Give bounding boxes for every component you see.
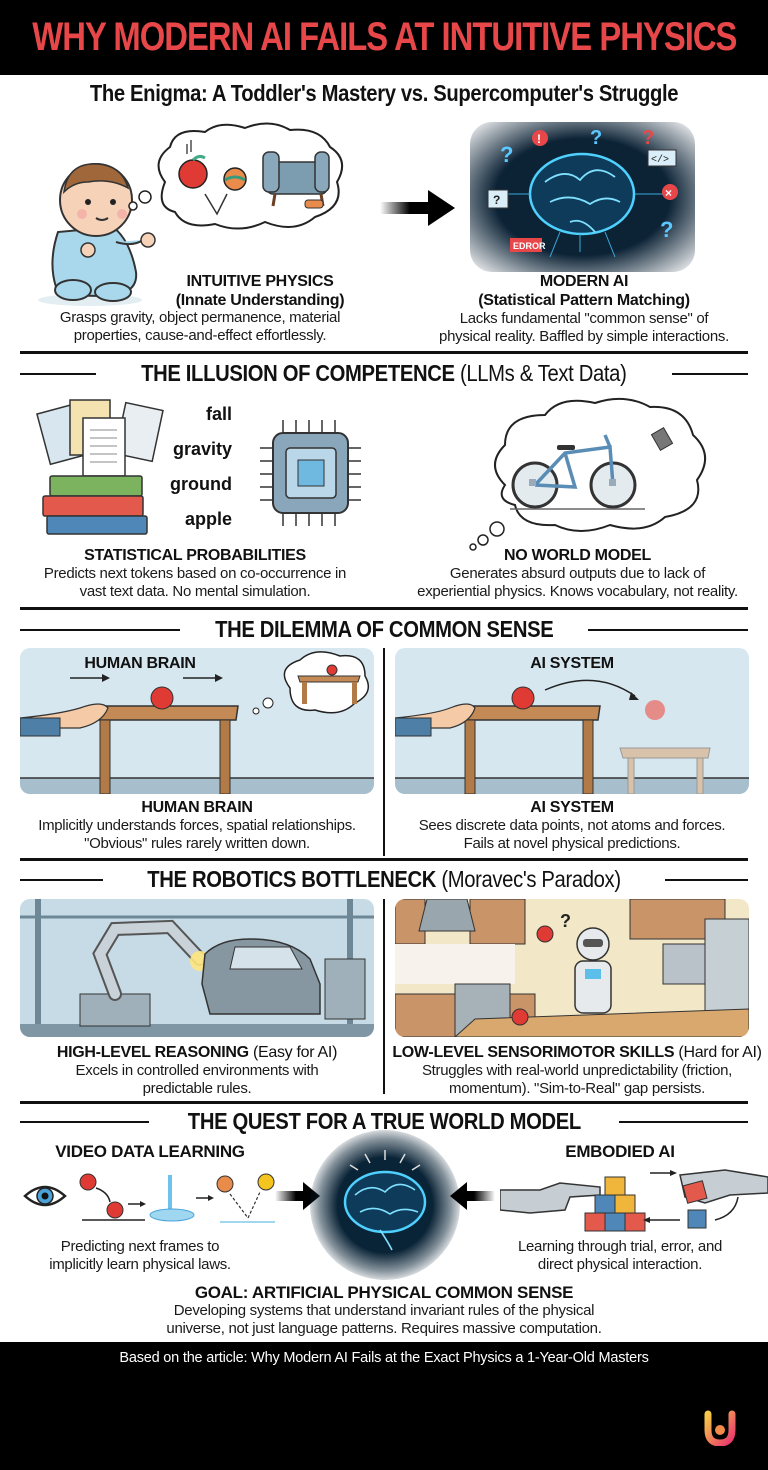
intuitive-physics-body: Grasps gravity, object permanence, mater… — [59, 309, 341, 344]
thought-bubble-physics-icon — [125, 122, 350, 232]
token-list: fall gravity ground apple — [160, 400, 250, 540]
books-documents-icon — [35, 398, 165, 538]
svg-text:?: ? — [660, 217, 673, 242]
low-level-skills-caption: LOW-LEVEL SENSORIMOTOR SKILLS (Hard for … — [392, 1044, 762, 1097]
cpu-chip-icon — [258, 418, 363, 528]
heading-rule — [20, 628, 180, 631]
footer-bar: Based on the article: Why Modern AI Fail… — [0, 1342, 768, 1470]
modern-ai-caption: MODERN AI (Statistical Pattern Matching)… — [400, 272, 768, 346]
section-heading-quest: THE QUEST FOR A TRUE WORLD MODEL — [0, 1108, 768, 1135]
column-separator — [383, 899, 385, 1094]
section-heading-illusion: THE ILLUSION OF COMPETENCE (LLMs & Text … — [0, 360, 768, 387]
embodied-ai-body: Learning through trial, error, and direc… — [517, 1238, 723, 1273]
no-world-model-caption: NO WORLD MODEL Generates absurd outputs … — [417, 547, 738, 600]
caption-subtitle: (Innate Understanding) — [175, 292, 345, 309]
page-subtitle: The Enigma: A Toddler's Mastery vs. Supe… — [89, 80, 679, 106]
video-frames-sequence-icon — [20, 1170, 275, 1232]
bicycle-thought-bubble-icon — [465, 395, 720, 555]
kitchen-robot-panel: ? — [395, 899, 749, 1037]
token-gravity: gravity — [172, 439, 232, 459]
glowing-brain-icon: ? ? ? ? ! × ? </> EDROR — [470, 122, 695, 272]
section-heading-dilemma: THE DILEMMA OF COMMON SENSE — [0, 616, 768, 643]
svg-text:EDROR: EDROR — [513, 241, 546, 251]
section-divider — [20, 1101, 748, 1104]
svg-text:</>: </> — [651, 154, 669, 166]
heading-rule — [619, 1120, 749, 1123]
title-bar: WHY MODERN AI FAILS AT INTUITIVE PHYSICS — [0, 0, 768, 75]
svg-text:?: ? — [590, 127, 602, 149]
ai-system-caption: AI SYSTEM Sees discrete data points, not… — [418, 799, 726, 852]
section-divider — [20, 351, 748, 354]
token-fall: fall — [205, 404, 232, 424]
heading-rule — [665, 878, 748, 881]
high-level-reasoning-caption: HIGH-LEVEL REASONING (Easy for AI) Excel… — [56, 1044, 338, 1097]
section-heading-robotics: THE ROBOTICS BOTTLENECK (Moravec's Parad… — [0, 866, 768, 893]
ai-system-panel: AI SYSTEM — [395, 648, 749, 794]
intuitive-physics-caption: INTUITIVE PHYSICS (Innate Understanding) — [130, 272, 390, 310]
section-divider — [20, 858, 748, 861]
embodied-ai-title: EMBODIED AI — [565, 1142, 675, 1161]
world-model-brain-icon — [310, 1130, 460, 1280]
heading-rule — [671, 372, 748, 375]
svg-text:×: × — [665, 186, 672, 200]
robot-hands-blocks-icon — [500, 1165, 768, 1235]
svg-text:?: ? — [560, 911, 571, 931]
right-arrow-icon — [380, 190, 455, 226]
token-ground: ground — [170, 474, 232, 494]
token-apple: apple — [184, 509, 232, 529]
heading-rule — [20, 372, 97, 375]
goal-caption: GOAL: ARTIFICIAL PHYSICAL COMMON SENSE D… — [166, 1283, 602, 1337]
baby-illustration-icon — [18, 122, 168, 307]
source-attribution: Based on the article: Why Modern AI Fail… — [119, 1350, 649, 1366]
human-brain-panel: HUMAN BRAIN — [20, 648, 374, 794]
brand-logo-icon — [703, 1410, 737, 1446]
heading-rule — [588, 628, 748, 631]
heading-rule — [20, 1120, 149, 1123]
caption-title: MODERN AI — [539, 273, 629, 290]
column-separator — [383, 648, 385, 856]
svg-text:?: ? — [500, 142, 513, 167]
svg-text:!: ! — [537, 132, 541, 146]
video-data-learning-body: Predicting next frames to implicitly lea… — [49, 1238, 231, 1273]
page-title: WHY MODERN AI FAILS AT INTUITIVE PHYSICS — [31, 15, 737, 59]
human-brain-caption: HUMAN BRAIN Implicitly understands force… — [38, 799, 356, 852]
section-divider — [20, 607, 748, 610]
svg-text:?: ? — [493, 193, 500, 207]
left-arrow-icon — [450, 1182, 495, 1210]
statistical-probabilities-caption: STATISTICAL PROBABILITIES Predicts next … — [43, 547, 347, 600]
caption-subtitle: (Statistical Pattern Matching) — [478, 292, 690, 309]
heading-rule — [20, 878, 103, 881]
svg-text:?: ? — [642, 127, 654, 149]
factory-robot-arm-panel — [20, 899, 374, 1037]
video-data-learning-title: VIDEO DATA LEARNING — [55, 1142, 245, 1161]
caption-title: INTUITIVE PHYSICS — [186, 273, 334, 290]
